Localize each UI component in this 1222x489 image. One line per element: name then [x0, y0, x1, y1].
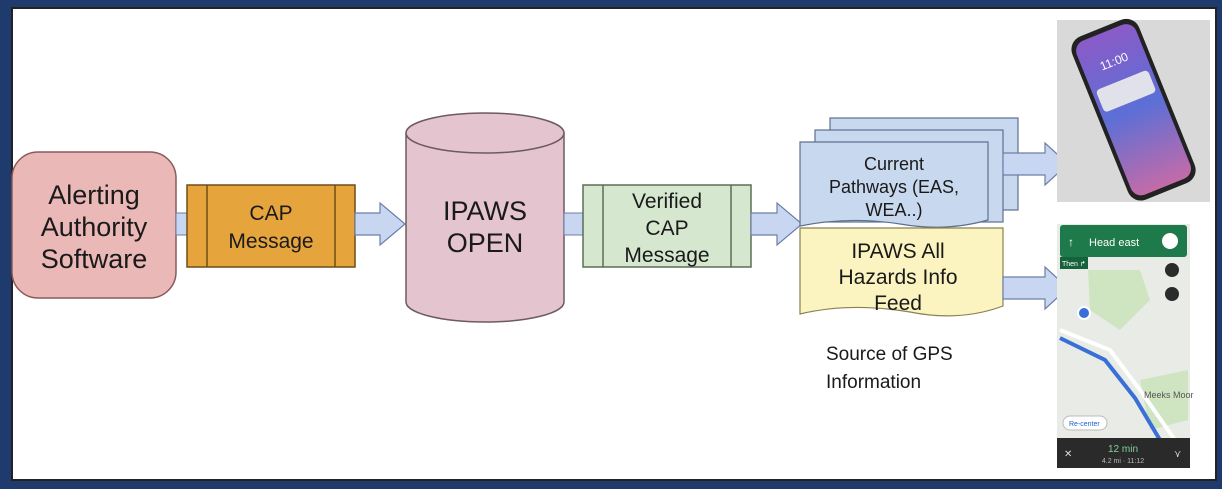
verified-line-2: CAP — [645, 217, 688, 240]
gps-note-line-1: Source of GPS — [826, 344, 953, 365]
cap-line-2: Message — [228, 230, 313, 253]
map-close-icon[interactable] — [1162, 233, 1178, 249]
map-direction-banner — [1060, 225, 1187, 257]
arrow-feed-to-map — [1002, 265, 1069, 311]
arrow-pathways-to-phone — [1002, 141, 1069, 187]
phone-screen — [1076, 24, 1191, 196]
map-sub-banner — [1060, 257, 1088, 269]
connector-ipaws-verified — [563, 212, 585, 236]
map-park-area — [1088, 270, 1150, 330]
map-eta: 12 min — [1108, 444, 1138, 455]
all-hazards-feed-doc: IPAWS All Hazards Info Feed — [799, 227, 1004, 317]
map-eta-detail: 4.2 mi · 11:12 — [1102, 458, 1144, 465]
map-screenshot: ↑ Head east Then ↱ Meeks Moor Re-center … — [1057, 212, 1194, 468]
alerting-line-3: Software — [41, 244, 148, 274]
pathways-line-1: Current — [864, 154, 924, 174]
feed-line-3: Feed — [874, 292, 922, 315]
map-direction-text: Head east — [1089, 237, 1139, 249]
map-turn-icon: ↑ — [1068, 235, 1074, 249]
map-alternates-icon[interactable]: ⋎ — [1174, 449, 1181, 460]
verified-cap-box: Verified CAP Message — [582, 184, 752, 268]
alerting-line-1: Alerting — [48, 180, 140, 210]
gps-note-line-2: Information — [826, 372, 921, 393]
map-road — [1059, 328, 1177, 442]
map-location-marker — [1077, 306, 1091, 320]
ipaws-line-1: IPAWS — [443, 196, 527, 226]
cap-message-box: CAP Message — [186, 184, 356, 268]
map-exit-icon[interactable]: ✕ — [1064, 449, 1072, 460]
ipaws-line-2: OPEN — [447, 228, 524, 258]
map-search-icon[interactable] — [1165, 287, 1179, 301]
current-pathways-stack: Current Pathways (EAS, WEA..) — [799, 117, 1019, 228]
map-status-bar — [1057, 212, 1190, 224]
ipaws-open-cylinder: IPAWS OPEN — [405, 112, 565, 323]
verified-line-1: Verified — [632, 190, 702, 213]
connector-alerting-cap — [175, 212, 189, 236]
pathways-line-2: Pathways (EAS, — [829, 177, 959, 197]
verified-line-3: Message — [624, 244, 709, 267]
alerting-line-2: Authority — [41, 212, 148, 242]
cap-line-1: CAP — [249, 202, 292, 225]
pathways-line-3: WEA..) — [866, 200, 923, 220]
map-place-label: Meeks Moor — [1144, 390, 1194, 400]
phone-image: 11:00 — [1057, 18, 1210, 202]
map-park-area-2 — [1140, 370, 1188, 430]
phone-notification — [1096, 70, 1156, 112]
arrow-verified-to-outputs — [750, 201, 803, 247]
feed-line-2: Hazards Info — [838, 266, 957, 289]
arrow-cap-to-ipaws — [354, 201, 406, 247]
map-sub-direction: Then ↱ — [1062, 260, 1086, 268]
map-recenter-label: Re-center — [1069, 421, 1100, 428]
alerting-authority-box: Alerting Authority Software — [11, 151, 177, 299]
map-sound-icon[interactable] — [1165, 263, 1179, 277]
map-bottom-bar — [1057, 438, 1190, 468]
feed-line-1: IPAWS All — [851, 240, 944, 263]
map-recenter-button[interactable] — [1062, 415, 1108, 431]
